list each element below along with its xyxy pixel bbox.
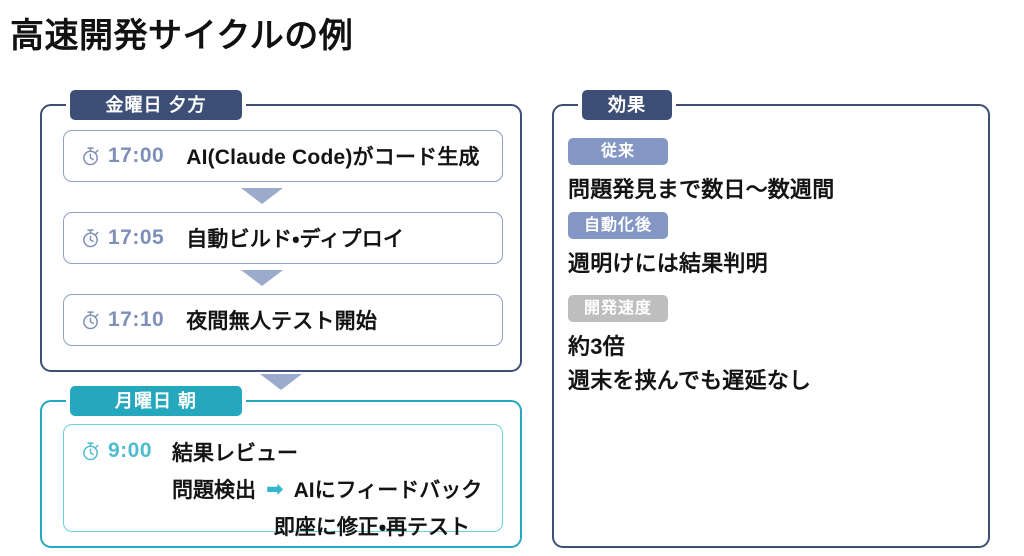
row-time: 17:05	[108, 226, 165, 249]
row-text: 夜間無人テスト開始	[186, 310, 378, 333]
page-title: 高速開発サイクルの例	[10, 17, 354, 55]
monday-line-1: 結果レビュー	[172, 442, 299, 465]
monday-line-2-right: AIにフィードバック	[293, 479, 483, 502]
effects-panel-label: 効果	[582, 90, 672, 120]
timeline-row[interactable]: 17:10 夜間無人テスト開始	[63, 294, 503, 346]
stopwatch-icon	[83, 441, 99, 460]
monday-card[interactable]: 9:00 結果レビュー 問題検出 ➡ AIにフィードバック 即座に修正・再テスト	[63, 424, 503, 539]
status-badge-dev-speed: 開発速度	[568, 295, 668, 322]
timeline-row[interactable]: 17:05 自動ビルド・ディプロイ	[63, 212, 503, 264]
timeline-row[interactable]: 17:00 AI(Claude Code)がコード生成	[63, 130, 503, 182]
status-badge-conventional: 従来	[568, 138, 668, 165]
arrow-down-icon	[260, 374, 302, 390]
row-time: 9:00	[108, 439, 153, 462]
row-time: 17:00	[108, 144, 165, 167]
arrow-right-icon: ➡	[266, 477, 284, 501]
friday-panel-label: 金曜日 夕方	[70, 90, 242, 120]
effects-panel: 効果 従来 問題発見まで数日〜数週間 自動化後 週明けには結果判明 開発速度 約…	[552, 90, 990, 548]
arrow-down-icon	[241, 188, 283, 204]
effects-text-speed-1: 約3倍	[568, 334, 625, 359]
row-time-group: 9:00	[64, 425, 152, 463]
effects-text-automated: 週明けには結果判明	[568, 251, 768, 276]
friday-panel: 金曜日 夕方 17:00 AI(Claude Code)がコード生成	[40, 90, 522, 372]
row-time-group: 17:00	[64, 144, 164, 168]
monday-line-2: 問題検出 ➡ AIにフィードバック	[172, 474, 482, 504]
stopwatch-icon	[83, 146, 99, 165]
row-time-group: 17:10	[64, 308, 164, 332]
monday-panel-label: 月曜日 朝	[70, 386, 242, 416]
arrow-down-icon	[241, 270, 283, 286]
monday-panel: 月曜日 朝 9:00 結果レビュー 問題検出 ➡ AIにフィードバック 即座に修…	[40, 386, 522, 548]
row-time: 17:10	[108, 308, 165, 331]
effects-text-speed-2: 週末を挟んでも遅延なし	[568, 368, 812, 393]
monday-card-body: 結果レビュー 問題検出 ➡ AIにフィードバック 即座に修正・再テスト	[172, 425, 482, 541]
effects-text-conventional: 問題発見まで数日〜数週間	[568, 177, 835, 202]
row-text: AI(Claude Code)がコード生成	[186, 146, 480, 169]
monday-line-2-left: 問題検出	[172, 479, 257, 502]
row-time-group: 17:05	[64, 226, 164, 250]
stopwatch-icon	[83, 310, 99, 329]
status-badge-automated: 自動化後	[568, 212, 668, 239]
row-text: 自動ビルド・ディプロイ	[186, 228, 405, 251]
stopwatch-icon	[83, 228, 99, 247]
monday-line-3: 即座に修正・再テスト	[273, 516, 471, 539]
